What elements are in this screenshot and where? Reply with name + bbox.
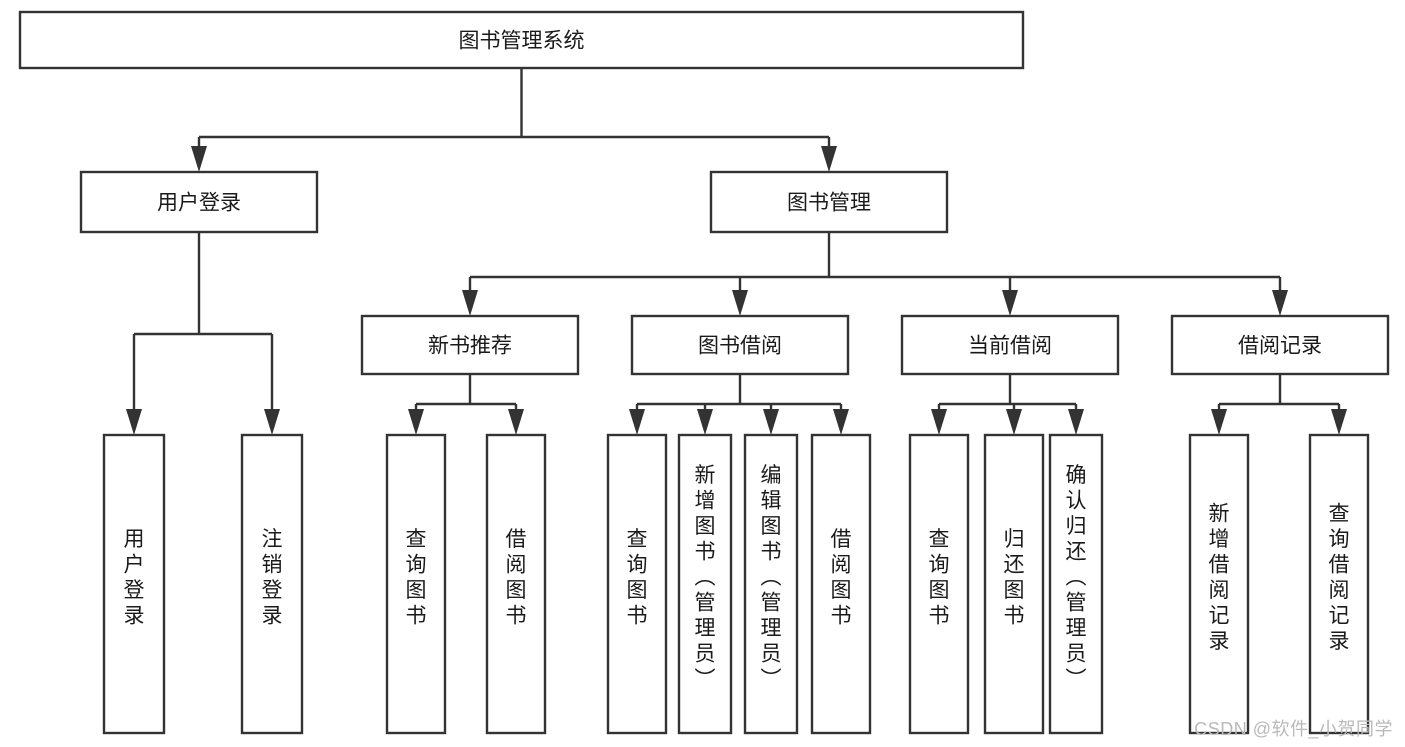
node-l3_new[interactable]: 新书推荐 — [360, 314, 580, 376]
node-box — [1188, 433, 1250, 735]
node-l4_new_borrow[interactable]: 借阅图书 — [485, 433, 547, 735]
node-label: 查询借阅记录 — [1329, 502, 1350, 653]
node-root[interactable]: 图书管理系统 — [18, 10, 1025, 70]
node-label: 借阅记录 — [1238, 335, 1322, 358]
node-l2_book[interactable]: 图书管理 — [709, 170, 949, 234]
node-label: 新书推荐 — [428, 335, 512, 358]
arrow-head-icon — [126, 409, 142, 435]
node-l2_user[interactable]: 用户登录 — [79, 170, 319, 234]
node-box — [102, 433, 166, 735]
node-box — [1048, 433, 1104, 735]
node-label: 归还图书 — [1004, 528, 1025, 628]
arrow-head-icon — [833, 409, 849, 435]
connector-group-root — [191, 68, 837, 172]
node-box — [900, 314, 1120, 376]
node-l4_bk_query[interactable]: 查询图书 — [606, 433, 668, 735]
node-box — [709, 170, 949, 234]
arrow-head-icon — [1068, 409, 1084, 435]
arrow-head-icon — [1002, 290, 1018, 316]
node-box — [79, 170, 319, 234]
arrow-head-icon — [264, 409, 280, 435]
node-box — [18, 10, 1025, 70]
node-l3_borrow[interactable]: 图书借阅 — [630, 314, 850, 376]
arrow-head-icon — [1272, 290, 1288, 316]
node-box — [360, 314, 580, 376]
node-box — [677, 433, 733, 735]
arrow-head-icon — [191, 146, 207, 172]
node-box — [743, 433, 799, 735]
node-box — [810, 433, 872, 735]
node-label: 图书管理系统 — [459, 30, 585, 53]
node-l4_bk_edit[interactable]: 编辑图书︵管理员︶ — [743, 433, 799, 735]
arrow-head-icon — [462, 290, 478, 316]
node-l4_cur_confirm[interactable]: 确认归还︵管理员︶ — [1048, 433, 1104, 735]
node-l4_rec_query[interactable]: 查询借阅记录 — [1308, 433, 1370, 735]
node-l4_new_query[interactable]: 查询图书 — [385, 433, 447, 735]
arrow-head-icon — [508, 409, 524, 435]
node-label: 图书借阅 — [698, 335, 782, 358]
node-label: 确认归还︵管理员︶ — [1066, 464, 1087, 691]
node-box — [630, 314, 850, 376]
node-label: 注销登录 — [262, 528, 283, 628]
node-l4_rec_add[interactable]: 新增借阅记录 — [1188, 433, 1250, 735]
node-label: 新增借阅记录 — [1209, 502, 1230, 653]
node-box — [240, 433, 304, 735]
arrow-head-icon — [931, 409, 947, 435]
node-l4_cur_query[interactable]: 查询图书 — [908, 433, 970, 735]
node-l4_user_logout[interactable]: 注销登录 — [240, 433, 304, 735]
node-box — [1308, 433, 1370, 735]
node-label: 查询图书 — [929, 528, 950, 628]
arrow-head-icon — [763, 409, 779, 435]
node-label: 图书管理 — [787, 192, 871, 215]
arrow-head-icon — [408, 409, 424, 435]
connector-group-l2_user — [126, 232, 280, 435]
arrow-head-icon — [1006, 409, 1022, 435]
connector-layer — [126, 68, 1347, 435]
node-label: 借阅图书 — [831, 528, 852, 628]
node-box — [606, 433, 668, 735]
watermark-text: CSDN @软件_小贺同学 — [1194, 719, 1393, 739]
node-label: 新增图书︵管理员︶ — [695, 464, 716, 691]
node-box — [983, 433, 1045, 735]
node-l4_user_login[interactable]: 用户登录 — [102, 433, 166, 735]
arrow-head-icon — [732, 290, 748, 316]
node-l4_cur_return[interactable]: 归还图书 — [983, 433, 1045, 735]
node-l4_bk_add[interactable]: 新增图书︵管理员︶ — [677, 433, 733, 735]
arrow-head-icon — [1211, 409, 1227, 435]
node-box — [908, 433, 970, 735]
node-l4_bk_borrow[interactable]: 借阅图书 — [810, 433, 872, 735]
node-label: 查询图书 — [406, 528, 427, 628]
node-box — [385, 433, 447, 735]
arrow-head-icon — [821, 146, 837, 172]
connector-group-l3_record — [1211, 374, 1347, 435]
node-label: 当前借阅 — [968, 335, 1052, 358]
node-label: 用户登录 — [124, 528, 145, 628]
connector-group-l2_book — [462, 232, 1288, 316]
node-layer: 图书管理系统用户登录图书管理新书推荐图书借阅当前借阅借阅记录用户登录注销登录查询… — [18, 10, 1390, 735]
node-box — [485, 433, 547, 735]
node-l3_record[interactable]: 借阅记录 — [1170, 314, 1390, 376]
arrow-head-icon — [629, 409, 645, 435]
arrow-head-icon — [1331, 409, 1347, 435]
node-l3_current[interactable]: 当前借阅 — [900, 314, 1120, 376]
node-label: 用户登录 — [157, 192, 241, 215]
node-label: 借阅图书 — [506, 528, 527, 628]
connector-group-l3_new — [408, 374, 524, 435]
node-box — [1170, 314, 1390, 376]
connector-group-l3_borrow — [629, 374, 849, 435]
arrow-head-icon — [697, 409, 713, 435]
node-label: 编辑图书︵管理员︶ — [761, 464, 782, 691]
connector-group-l3_current — [931, 374, 1084, 435]
node-label: 查询图书 — [627, 528, 648, 628]
